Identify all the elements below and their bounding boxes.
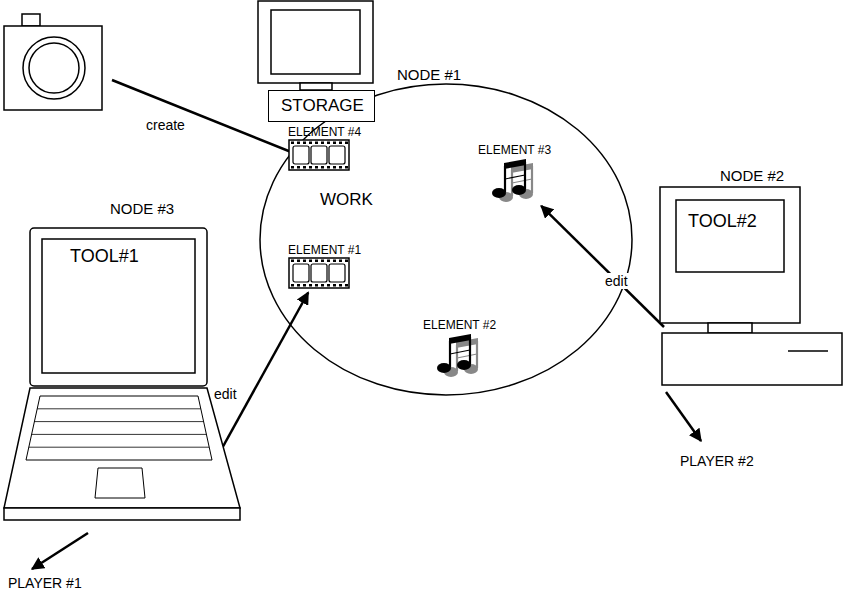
edit-arrow	[541, 206, 664, 327]
text-holder: NODE #2	[720, 167, 784, 185]
text-holder: create	[146, 116, 185, 134]
media-element: ELEMENT #3	[478, 140, 552, 203]
text-holder: ELEMENT #1	[288, 240, 361, 258]
media-element: ELEMENT #4	[288, 122, 362, 171]
edge-label: edit	[212, 386, 239, 402]
media-element: ELEMENT #1	[288, 240, 362, 289]
computer-node: NODE #1STORAGE	[255, 0, 455, 125]
film-icon	[288, 257, 350, 289]
element-label: ELEMENT #3	[478, 144, 551, 158]
node-label: NODE #2	[720, 167, 784, 184]
film-icon	[288, 139, 350, 171]
desktop-node: NODE #2 TOOL#2	[648, 165, 848, 390]
element-label: ELEMENT #2	[423, 319, 496, 333]
text-holder: PLAYER #1	[8, 574, 82, 592]
work-ellipse: WORK ELEMENT #4 ELEMENT #3 ELEMENT #1 ELEMEN…	[258, 82, 634, 397]
camera-icon	[4, 14, 102, 110]
arrow-label: create	[146, 117, 185, 133]
text-holder: PLAYER #2	[680, 452, 754, 470]
edit-arrow	[210, 293, 308, 471]
text-holder: NODE #3	[110, 200, 174, 218]
text-holder: ELEMENT #3	[478, 140, 551, 158]
player-label: PLAYER #2	[680, 453, 754, 469]
music-icon	[435, 332, 485, 378]
text-holder: edit	[603, 272, 630, 290]
element-label: ELEMENT #4	[288, 126, 361, 140]
player-label: PLAYER #1	[8, 575, 82, 591]
text-holder: WORK	[320, 190, 373, 210]
element-label: ELEMENT #1	[288, 244, 361, 258]
player-arrow	[32, 533, 88, 569]
tool-label: TOOL#1	[70, 246, 139, 267]
storage-label: STORAGE	[281, 96, 364, 116]
player-arrow	[666, 392, 701, 441]
text-holder: STORAGE	[281, 96, 364, 116]
edge-label: edit	[603, 273, 630, 289]
text-holder: TOOL#2	[688, 211, 757, 232]
text-holder: ELEMENT #4	[288, 122, 361, 140]
media-element: ELEMENT #2	[423, 315, 497, 378]
node-label: NODE #3	[110, 200, 174, 217]
storage-box: STORAGE	[268, 90, 375, 122]
desktop-icon	[648, 165, 848, 390]
text-holder: TOOL#1	[70, 246, 139, 267]
laptop-node: NODE #3 TOOL#1	[2, 198, 252, 533]
node-label: NODE #1	[397, 66, 461, 83]
tool-label: TOOL#2	[688, 211, 757, 232]
text-holder: ELEMENT #2	[423, 315, 496, 333]
music-icon	[490, 157, 540, 203]
text-holder: NODE #1	[397, 66, 461, 84]
text-holder: edit	[212, 385, 239, 403]
work-label: WORK	[320, 190, 373, 210]
